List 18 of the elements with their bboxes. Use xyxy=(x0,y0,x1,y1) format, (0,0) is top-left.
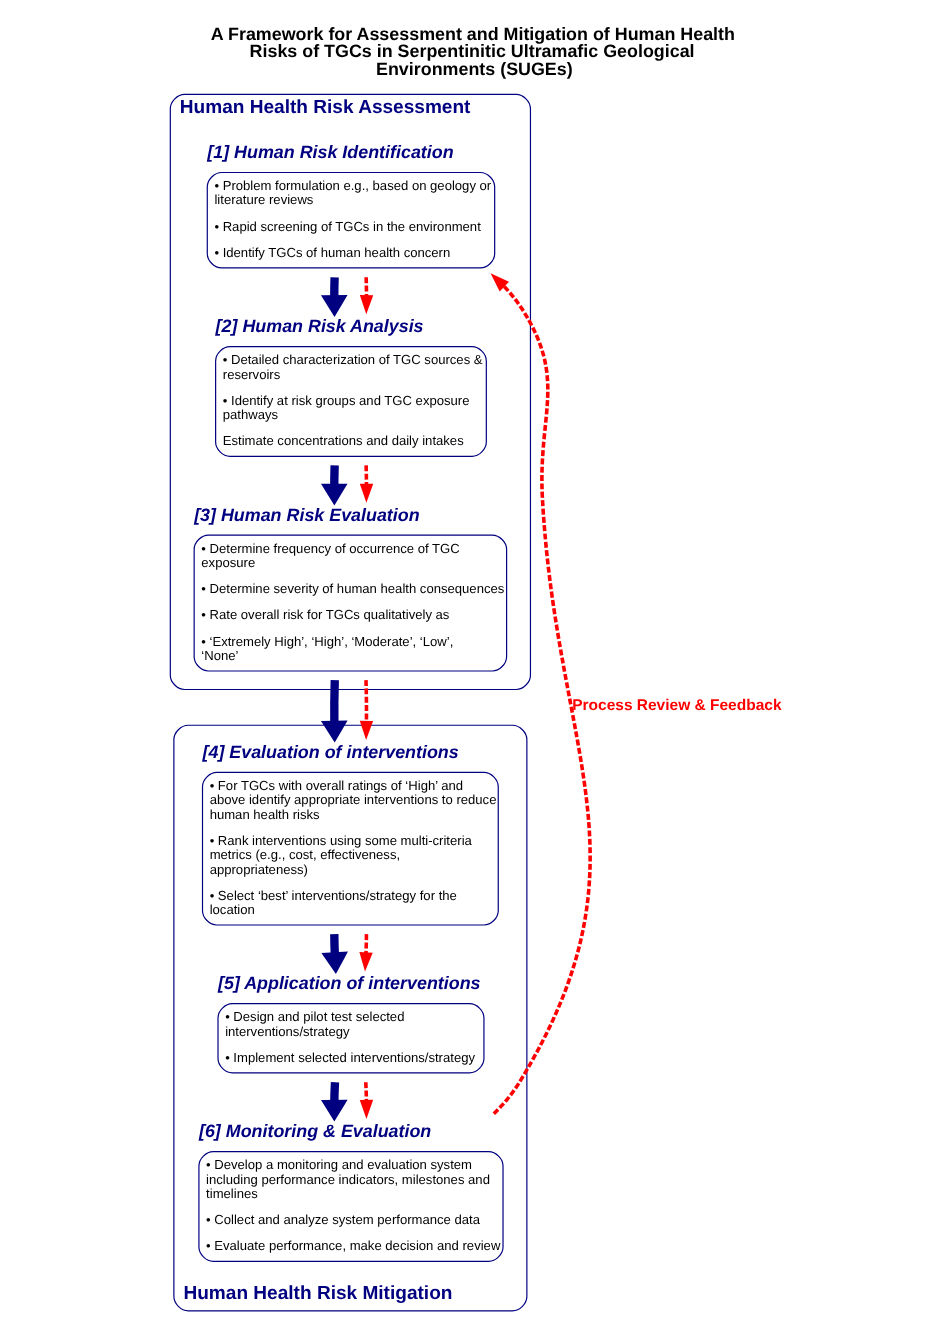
node-label: [5] Application of interventions xyxy=(217,973,480,994)
node-label: [4] Evaluation of interventions xyxy=(201,742,458,763)
arrow xyxy=(358,934,372,972)
arrow xyxy=(319,465,347,506)
arrow xyxy=(320,1082,347,1122)
arrow xyxy=(358,680,373,740)
node-label: [3] Human Risk Evaluation xyxy=(193,504,419,525)
node-label: [1] Human Risk Identification xyxy=(206,142,453,163)
arrow xyxy=(358,465,373,503)
arrow xyxy=(358,277,373,315)
diagram-title: A Framework for Assessment and Mitigation of Human Health Risks of TGCs in Serpentinitic Ultramafic Geological Environments (SUGEs) xyxy=(209,23,734,80)
arrow xyxy=(489,273,591,1115)
arrow xyxy=(319,277,347,317)
arrow xyxy=(358,1082,373,1119)
node-label: [2] Human Risk Analysis xyxy=(214,316,423,337)
arrow xyxy=(320,934,347,974)
node-label: [6] Monitoring & Evaluation xyxy=(197,1121,431,1142)
arrow xyxy=(320,680,347,743)
